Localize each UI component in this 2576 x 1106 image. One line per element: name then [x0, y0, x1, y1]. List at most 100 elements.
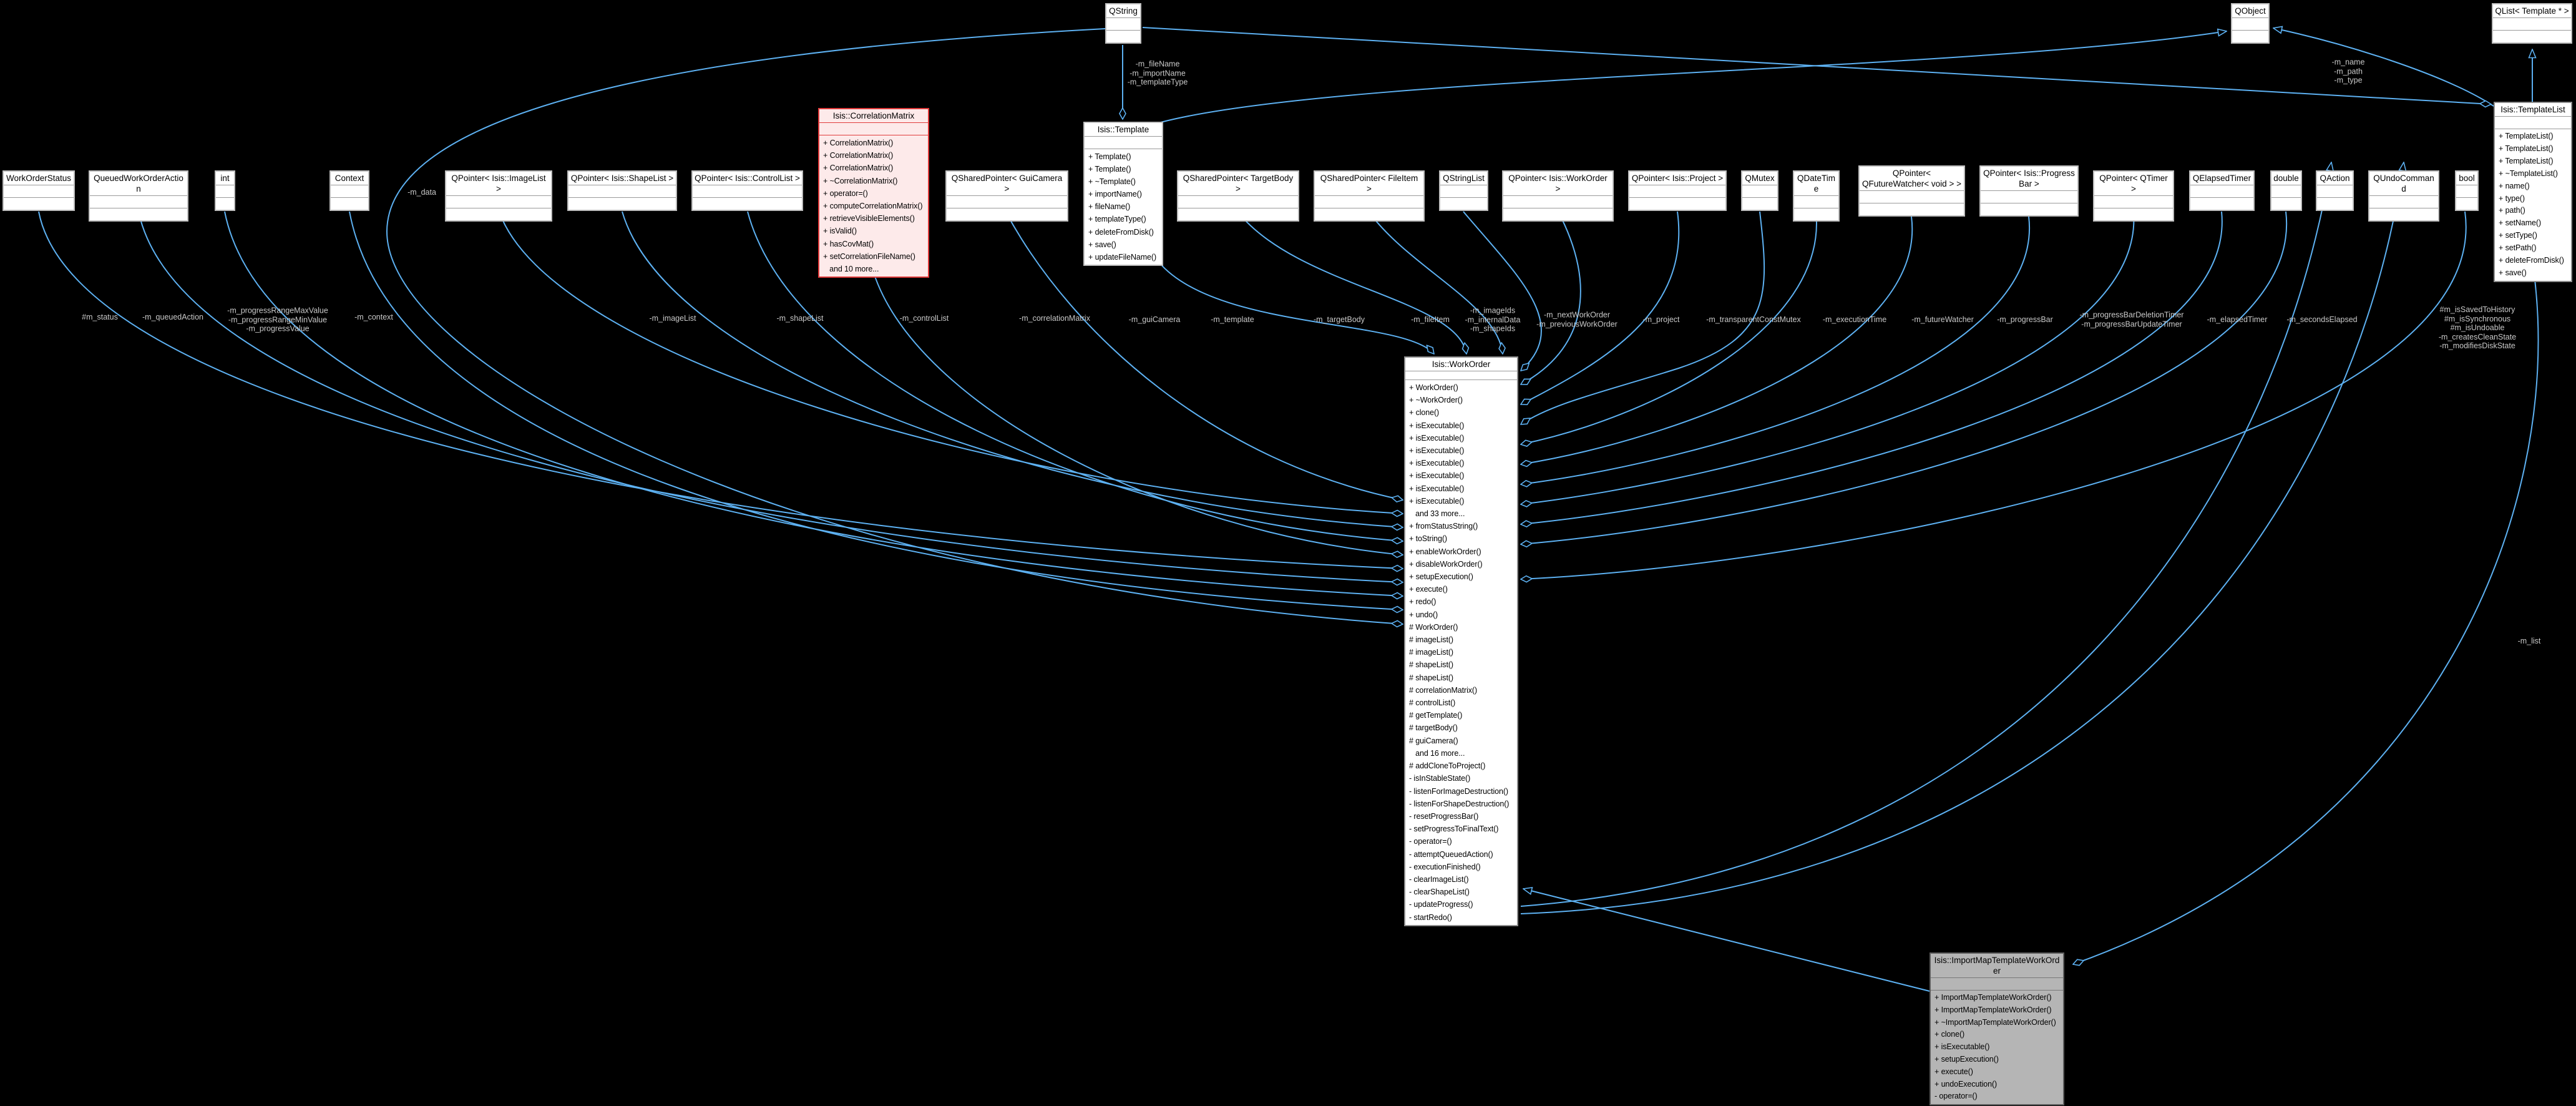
attrs-compartment: [2493, 18, 2571, 31]
edge-m-shapelist: [622, 211, 1403, 527]
method-row: - isInStableState(): [1409, 774, 1471, 783]
method-row: + fromStatusString(): [1409, 522, 1478, 531]
class-node-qpointer-progressbar[interactable]: QPointer< Isis::Progress Bar >: [1979, 165, 2079, 217]
class-node-qsharedptr-fileitem[interactable]: QSharedPointer< FileItem >: [1314, 170, 1425, 222]
method-row: - listenForImageDestruction(): [1409, 786, 1508, 796]
method-row: + ~WorkOrder(): [1409, 396, 1463, 405]
methods-compartment: [2232, 31, 2268, 42]
method-row: + deleteFromDisk(): [1088, 227, 1154, 237]
class-title: QSharedPointer< FileItem >: [1315, 172, 1423, 196]
methods-compartment: [1178, 208, 1298, 220]
class-node-qlist-template[interactable]: QList< Template * >: [2492, 3, 2572, 44]
class-node-qpointer-futurewatcher[interactable]: QPointer< QFutureWatcher< void > >: [1858, 165, 1965, 217]
attrs-compartment: [446, 196, 551, 208]
class-node-qpointer-imagelist[interactable]: QPointer< Isis::ImageList >: [445, 170, 552, 222]
method-row: + clone(): [1934, 1030, 1965, 1039]
class-node-qelapsedtimer[interactable]: QElapsedTimer: [2189, 170, 2255, 211]
edge-label-m-context: -m_context: [354, 312, 393, 321]
method-row: + execute(): [1934, 1067, 1973, 1076]
method-row: + ImportMapTemplateWorkOrder(): [1934, 1005, 2052, 1014]
method-row: + clone(): [1409, 408, 1440, 418]
class-node-qpointer-shapelist[interactable]: QPointer< Isis::ShapeList >: [567, 170, 677, 211]
class-node-bool[interactable]: bool: [2455, 170, 2479, 211]
edge-label-m-futurewatcher: -m_futureWatcher: [1911, 315, 1974, 324]
class-node-correlationmatrix[interactable]: Isis::CorrelationMatrix + CorrelationMat…: [818, 108, 929, 278]
method-row: - resetProgressBar(): [1409, 811, 1479, 821]
methods-compartment: [90, 208, 187, 220]
class-node-workorderstatus[interactable]: WorkOrderStatus: [2, 170, 75, 211]
class-node-qundocommand[interactable]: QUndoCommand: [2368, 170, 2439, 222]
attrs-compartment: [90, 196, 187, 208]
class-node-double[interactable]: double: [2270, 170, 2302, 211]
methods-compartment: + TemplateList()+ TemplateList()+ Templa…: [2495, 129, 2571, 281]
attrs-compartment: [1440, 185, 1487, 198]
edge-label-m-name-group: -m_name -m_path -m_type: [2331, 57, 2365, 85]
class-title: Isis::WorkOrder: [1405, 358, 1517, 371]
class-node-queuedworkorderaction[interactable]: QueuedWorkOrderAction: [89, 170, 188, 222]
class-node-qstring[interactable]: QString: [1105, 3, 1141, 44]
edge-label-m-progressbar: -m_progressBar: [1997, 315, 2053, 324]
edge-m-progressbar: [1521, 216, 2031, 484]
method-row: # imageList(): [1409, 648, 1453, 657]
edge-label-m-secondselapsed: -m_secondsElapsed: [2286, 315, 2358, 324]
methods-compartment: [1315, 208, 1423, 220]
class-title: QList< Template * >: [2493, 4, 2571, 18]
class-node-workorder[interactable]: Isis::WorkOrder + WorkOrder()+ ~WorkOrde…: [1404, 356, 1518, 926]
class-node-template[interactable]: Isis::Template + Template()+ Template()+…: [1083, 122, 1163, 266]
edge-label-m-template: -m_template: [1211, 315, 1254, 324]
method-row: + templateType(): [1088, 215, 1146, 224]
methods-compartment: [2493, 31, 2571, 42]
class-node-qsharedptr-guicamera[interactable]: QSharedPointer< GuiCamera >: [945, 170, 1068, 222]
method-row: - operator=(): [1409, 837, 1452, 846]
edge-m-template: [1158, 262, 1434, 354]
method-row: # targetBody(): [1409, 723, 1458, 733]
attrs-compartment: [568, 185, 676, 198]
class-title: QPointer< Isis::ShapeList >: [568, 172, 676, 185]
class-node-context[interactable]: Context: [329, 170, 369, 211]
edge-m-secondselapsed: [1521, 211, 2288, 544]
class-node-importmaptemplateworkorder[interactable]: Isis::ImportMapTemplateWorkOrder + Impor…: [1930, 952, 2064, 1106]
method-row: + isExecutable(): [1409, 471, 1465, 481]
methods-compartment: [1794, 208, 1838, 220]
class-node-qdatetime[interactable]: QDateTime: [1793, 170, 1840, 222]
class-node-qaction[interactable]: QAction: [2316, 170, 2354, 211]
method-row: + retrieveVisibleElements(): [823, 214, 915, 223]
method-row: + TemplateList(): [2499, 156, 2554, 165]
method-row: + type(): [2499, 193, 2525, 203]
edge-m-list: [2073, 279, 2539, 964]
class-node-qpointer-controllist[interactable]: QPointer< Isis::ControlList >: [691, 170, 803, 211]
method-row: + save(): [1088, 240, 1116, 249]
methods-compartment: [331, 198, 368, 210]
class-node-qpointer-workorder[interactable]: QPointer< Isis::WorkOrder >: [1502, 170, 1614, 222]
class-node-qmutex[interactable]: QMutex: [1741, 170, 1778, 211]
class-node-qsharedptr-targetbody[interactable]: QSharedPointer< TargetBody >: [1177, 170, 1299, 222]
class-title: QPointer< Isis::ControlList >: [693, 172, 802, 185]
method-row: - executionFinished(): [1409, 862, 1481, 871]
edge-inherit-template-qobject: [1160, 31, 2227, 123]
edge-label-m-targetbody: -m_targetBody: [1314, 315, 1365, 324]
attrs-compartment: [1742, 185, 1777, 198]
class-title: double: [2271, 172, 2301, 185]
attrs-compartment: [1106, 18, 1140, 31]
methods-compartment: [1440, 198, 1487, 210]
class-node-int[interactable]: int: [215, 170, 235, 211]
attrs-compartment: [2456, 185, 2477, 198]
edge-label-m-status: #m_status: [82, 312, 118, 321]
class-node-qstringlist[interactable]: QStringList: [1439, 170, 1488, 211]
class-node-templatelist[interactable]: Isis::TemplateList + TemplateList()+ Tem…: [2494, 102, 2572, 282]
edge-label-m-bools: #m_isSavedToHistory #m_isSynchronous #m_…: [2438, 305, 2517, 350]
method-row: + isExecutable(): [1409, 496, 1465, 506]
method-row: - attemptQueuedAction(): [1409, 849, 1493, 859]
attrs-compartment: [819, 123, 928, 135]
attrs-compartment: [1315, 196, 1423, 208]
edge-inherit-workorder-qaction: [1520, 162, 2331, 907]
method-row: + computeCorrelationMatrix(): [823, 202, 923, 211]
method-row: + ~ImportMapTemplateWorkOrder(): [1934, 1017, 2056, 1027]
class-title: QPointer< Isis::ImageList >: [446, 172, 551, 196]
edge-m-progress: [224, 211, 1403, 596]
class-node-qobject[interactable]: QObject: [2231, 3, 2270, 44]
edge-m-executiontime: [1521, 211, 1817, 444]
class-node-qpointer-project[interactable]: QPointer< Isis::Project >: [1628, 170, 1727, 211]
class-node-qpointer-qtimer[interactable]: QPointer< QTimer >: [2093, 170, 2174, 222]
